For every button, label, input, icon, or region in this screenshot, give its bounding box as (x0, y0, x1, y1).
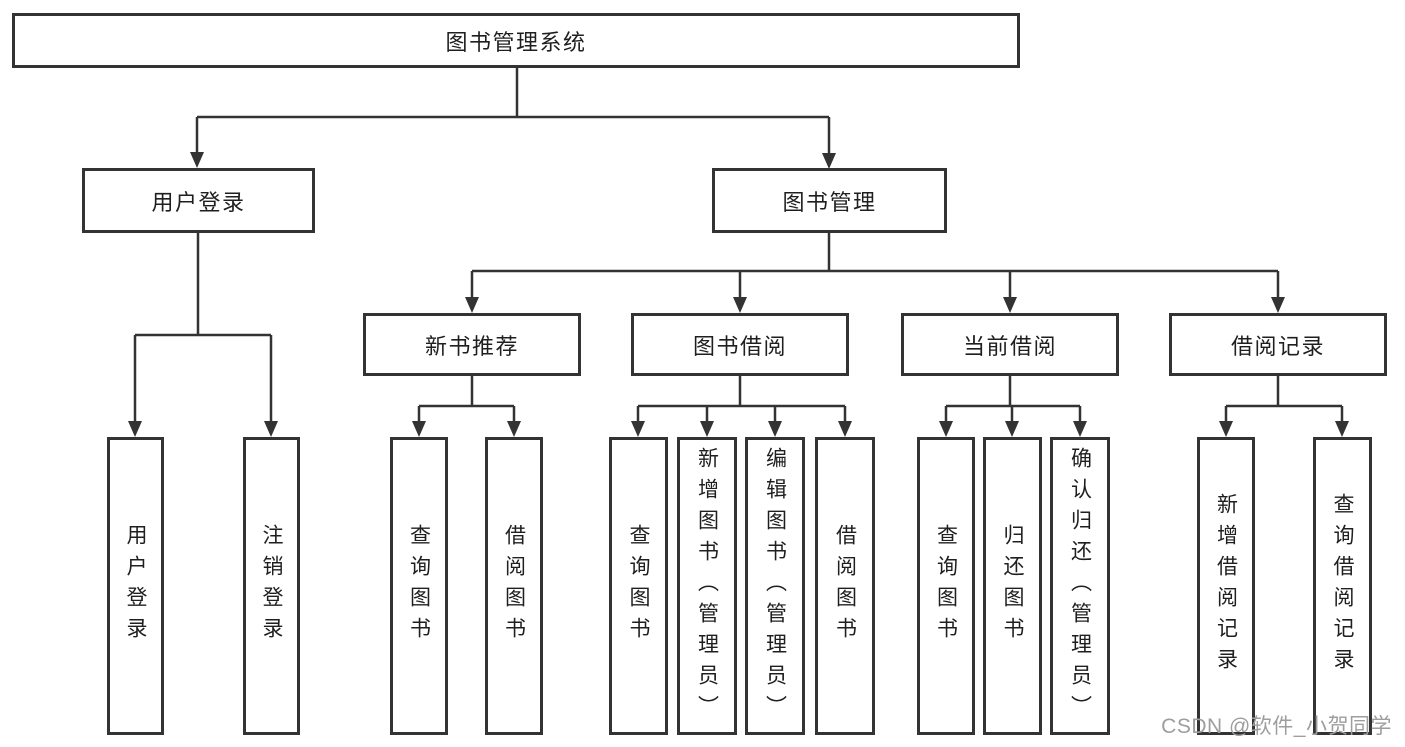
leaf-label: 新增图书（管理员） (695, 446, 719, 726)
connector-user-login-children (128, 233, 278, 437)
leaf-label: 查询图书 (407, 524, 431, 648)
group-node-book-borrow: 图书借阅 (631, 313, 849, 376)
leaf-node-add-books-admin: 新增图书（管理员） (677, 437, 737, 735)
leaf-node-user-login: 用户登录 (107, 437, 164, 735)
connector-current-borrow-children (939, 376, 1087, 437)
leaf-label: 确认归还（管理员） (1068, 446, 1092, 726)
leaf-node-add-borrow-record: 新增借阅记录 (1197, 437, 1255, 735)
connector-book-mgmt-to-groups (465, 233, 1285, 313)
leaf-label: 新增借阅记录 (1214, 493, 1238, 679)
leaf-label: 查询借阅记录 (1331, 493, 1354, 679)
leaf-label: 注销登录 (260, 524, 283, 648)
group-node-borrow-record: 借阅记录 (1169, 313, 1387, 376)
leaf-node-return-books: 归还图书 (983, 437, 1042, 735)
leaf-label: 借阅图书 (833, 524, 857, 648)
leaf-node-query-borrow-record: 查询借阅记录 (1313, 437, 1372, 735)
branch-label: 图书管理 (782, 189, 877, 215)
leaf-node-confirm-return-admin: 确认归还（管理员） (1050, 437, 1110, 735)
connector-root-to-level2 (190, 68, 836, 169)
leaf-node-logout: 注销登录 (243, 437, 300, 735)
branch-node-book-management: 图书管理 (712, 168, 947, 233)
leaf-node-borrow-books-1: 借阅图书 (485, 437, 543, 735)
leaf-node-borrow-books-2: 借阅图书 (815, 437, 875, 735)
leaf-node-query-books-2: 查询图书 (609, 437, 668, 735)
branch-node-user-login: 用户登录 (82, 168, 315, 233)
group-label: 借阅记录 (1230, 333, 1325, 359)
leaf-label: 编辑图书（管理员） (763, 446, 787, 726)
group-label: 图书借阅 (692, 333, 787, 359)
connector-book-borrow-children (631, 376, 852, 437)
group-label: 新书推荐 (424, 333, 519, 359)
root-node-system: 图书管理系统 (12, 13, 1020, 68)
group-node-new-book-recommend: 新书推荐 (363, 313, 581, 376)
connector-new-book-children (412, 376, 521, 437)
branch-label: 用户登录 (151, 189, 246, 215)
group-node-current-borrow: 当前借阅 (901, 313, 1119, 376)
connector-borrow-record-children (1219, 376, 1349, 437)
leaf-node-edit-books-admin: 编辑图书（管理员） (745, 437, 805, 735)
leaf-label: 借阅图书 (502, 524, 526, 648)
leaf-node-query-books-3: 查询图书 (917, 437, 975, 735)
leaf-label: 查询图书 (934, 524, 958, 648)
leaf-label: 用户登录 (124, 524, 147, 648)
leaf-label: 归还图书 (1001, 524, 1024, 648)
watermark: CSDN @软件_小贺同学 (1161, 715, 1392, 738)
root-label: 图书管理系统 (445, 29, 587, 55)
leaf-label: 查询图书 (627, 524, 650, 648)
leaf-node-query-books-1: 查询图书 (390, 437, 448, 735)
group-label: 当前借阅 (962, 333, 1057, 359)
